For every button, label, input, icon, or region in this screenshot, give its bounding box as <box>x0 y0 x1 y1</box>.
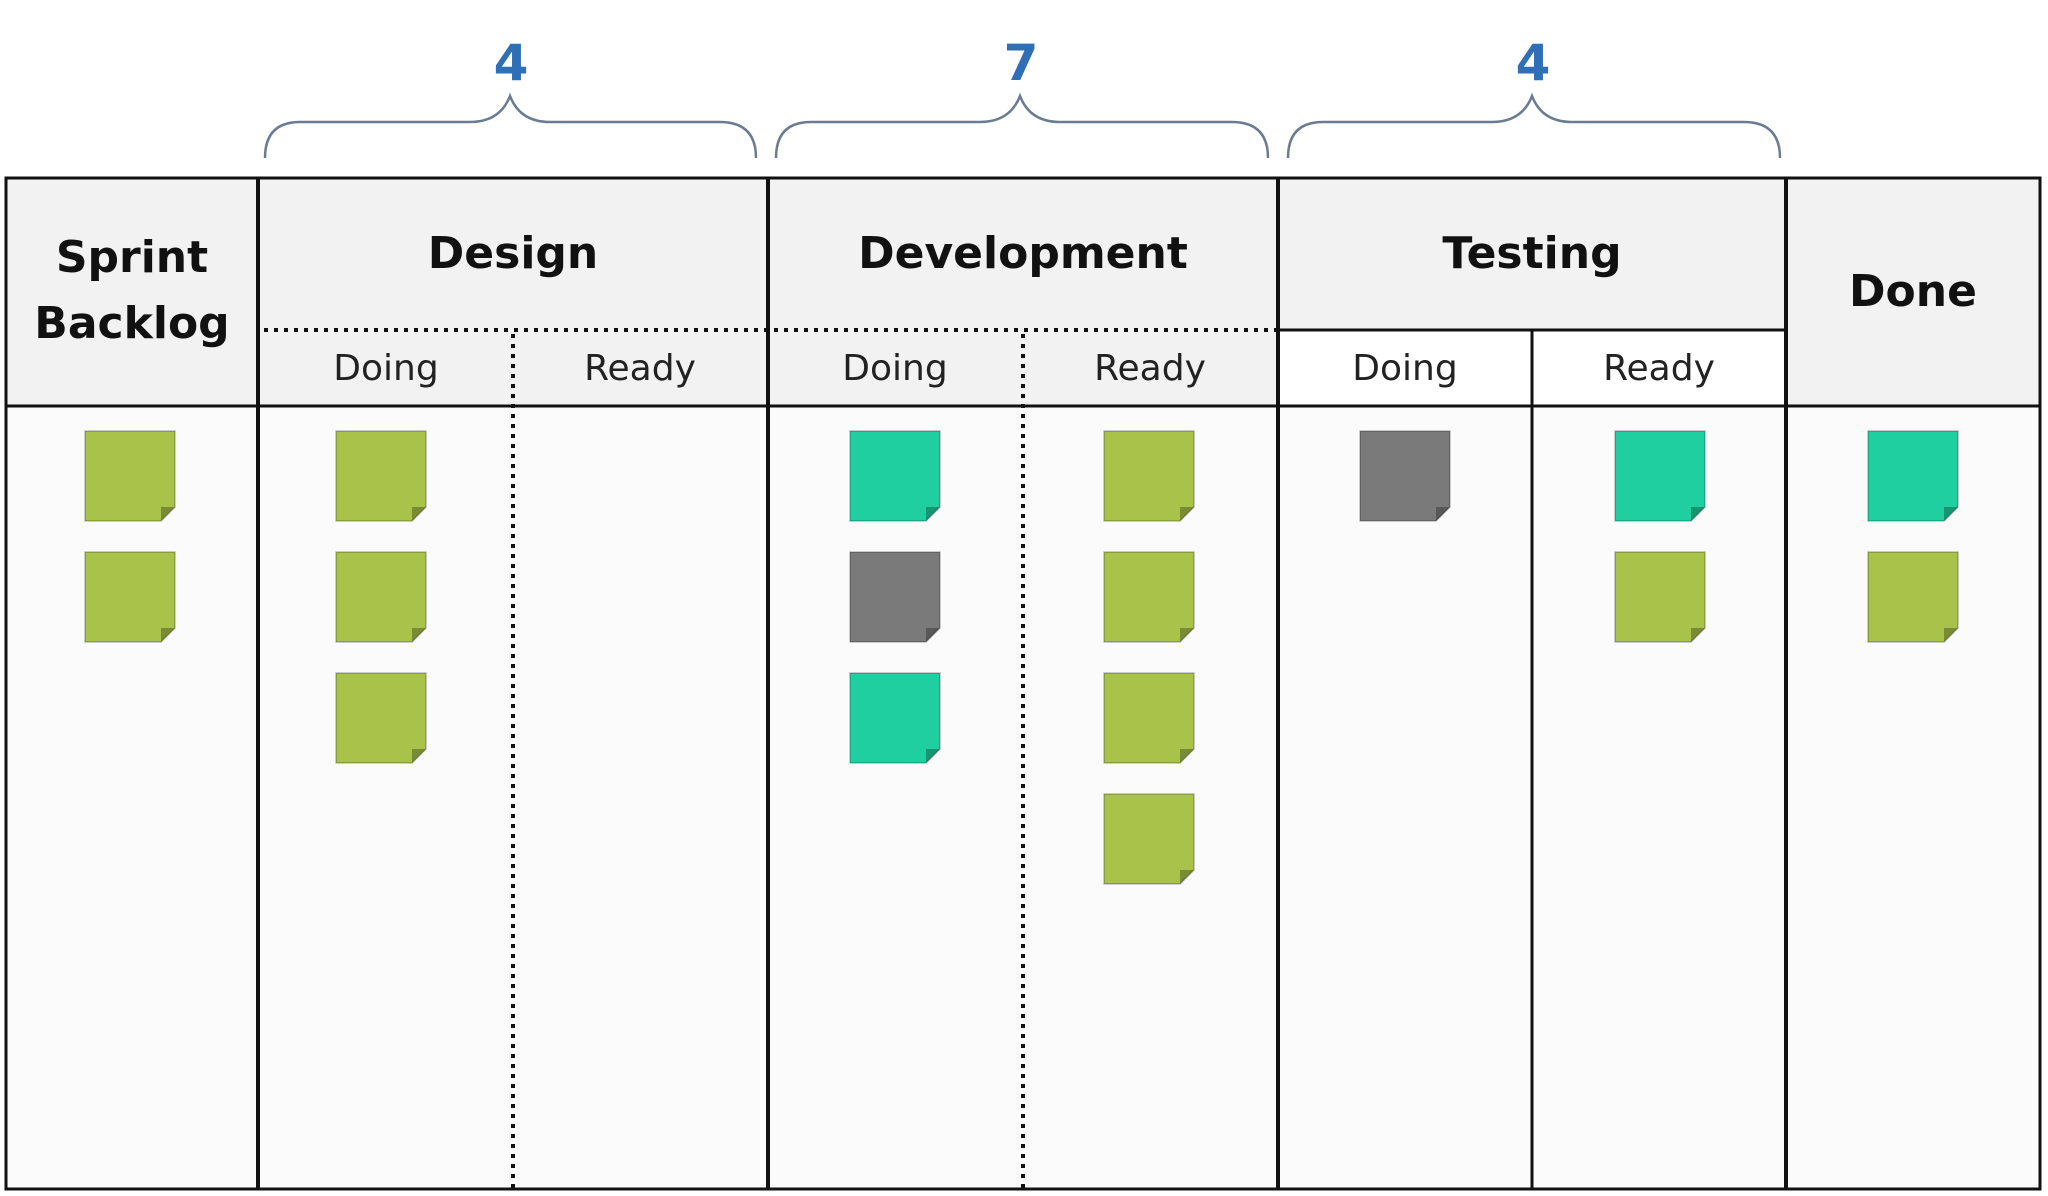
card-fold-corner <box>412 507 426 521</box>
card-body <box>1867 430 1959 522</box>
card-body <box>849 672 941 764</box>
card-body <box>335 551 427 643</box>
card-fold-corner <box>161 628 175 642</box>
card-body <box>849 551 941 643</box>
development-header: Development <box>858 228 1188 279</box>
card-development-ready-1[interactable] <box>1103 430 1195 522</box>
card-body <box>1614 430 1706 522</box>
card-body <box>84 430 176 522</box>
card-testing-ready-1[interactable] <box>1614 430 1706 522</box>
card-fold-corner <box>926 749 940 763</box>
card-fold-corner <box>1944 507 1958 521</box>
testing-doing-label: Doing <box>1352 348 1457 389</box>
card-backlog-2[interactable] <box>84 551 176 643</box>
design-wip-brace <box>263 92 758 159</box>
design-wip-limit: 4 <box>494 34 529 92</box>
card-development-doing-1[interactable] <box>849 430 941 522</box>
card-fold-corner <box>161 507 175 521</box>
card-development-doing-2[interactable] <box>849 551 941 643</box>
card-fold-corner <box>412 628 426 642</box>
backlog-header-line1: Sprint <box>56 232 208 283</box>
card-body <box>849 430 941 522</box>
card-development-ready-2[interactable] <box>1103 551 1195 643</box>
dotted-dividers <box>264 328 1278 1189</box>
card-fold-corner <box>1180 870 1194 884</box>
card-body <box>1103 793 1195 885</box>
wip-braces <box>263 92 1782 159</box>
board-grid <box>4 176 2042 1191</box>
column-backgrounds <box>6 178 2040 1189</box>
card-fold-corner <box>1691 507 1705 521</box>
card-fold-corner <box>1944 628 1958 642</box>
card-fold-corner <box>1180 507 1194 521</box>
card-fold-corner <box>1180 628 1194 642</box>
board-outline <box>4 176 2042 1191</box>
card-fold-corner <box>926 507 940 521</box>
testing-wip-brace <box>1286 92 1782 159</box>
card-body <box>1103 551 1195 643</box>
card-fold-corner <box>1180 749 1194 763</box>
development-ready-label: Ready <box>1094 348 1206 389</box>
card-design-doing-1[interactable] <box>335 430 427 522</box>
card-body <box>1614 551 1706 643</box>
card-body <box>1359 430 1451 522</box>
card-body <box>84 551 176 643</box>
card-design-doing-2[interactable] <box>335 551 427 643</box>
card-fold-corner <box>926 628 940 642</box>
card-body <box>335 672 427 764</box>
done-header: Done <box>1849 266 1977 317</box>
testing-header: Testing <box>1442 228 1621 279</box>
development-wip-brace <box>774 92 1270 159</box>
card-done-1[interactable] <box>1867 430 1959 522</box>
testing-ready-label: Ready <box>1603 348 1715 389</box>
testing-wip-limit: 4 <box>1516 34 1551 92</box>
card-development-ready-4[interactable] <box>1103 793 1195 885</box>
card-design-doing-3[interactable] <box>335 672 427 764</box>
wip-limits: 4 7 4 <box>494 34 1551 92</box>
subcolumn-headers: Doing Ready Doing Ready Doing Ready <box>333 348 1715 389</box>
card-backlog-1[interactable] <box>84 430 176 522</box>
card-fold-corner <box>412 749 426 763</box>
card-done-2[interactable] <box>1867 551 1959 643</box>
cards-layer <box>84 430 1959 885</box>
card-development-doing-3[interactable] <box>849 672 941 764</box>
development-wip-limit: 7 <box>1004 34 1039 92</box>
design-doing-label: Doing <box>333 348 438 389</box>
backlog-header-line2: Backlog <box>34 298 229 349</box>
card-testing-doing-1[interactable] <box>1359 430 1451 522</box>
card-development-ready-3[interactable] <box>1103 672 1195 764</box>
card-fold-corner <box>1691 628 1705 642</box>
card-testing-ready-2[interactable] <box>1614 551 1706 643</box>
design-ready-label: Ready <box>584 348 696 389</box>
development-doing-label: Doing <box>842 348 947 389</box>
column-headers: Sprint Backlog Design Development Testin… <box>34 228 1977 349</box>
card-body <box>335 430 427 522</box>
card-fold-corner <box>1436 507 1450 521</box>
card-body <box>1867 551 1959 643</box>
card-body <box>1103 430 1195 522</box>
design-header: Design <box>428 228 598 279</box>
card-body <box>1103 672 1195 764</box>
